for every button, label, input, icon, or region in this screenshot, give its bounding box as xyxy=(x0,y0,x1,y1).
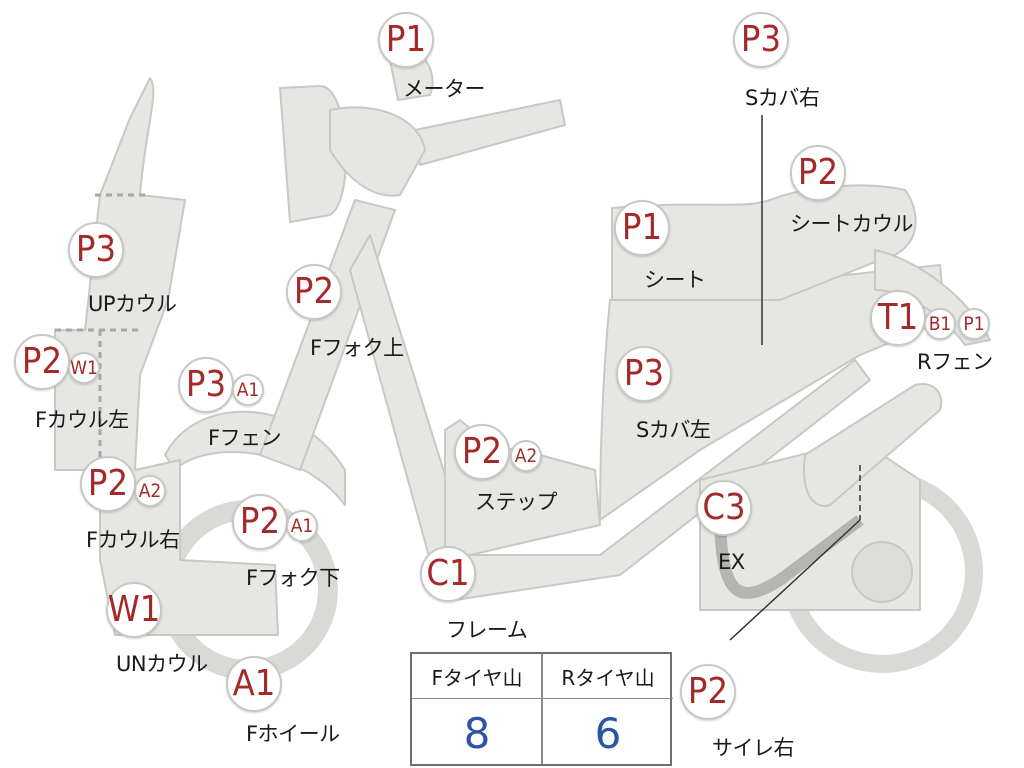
front-tire-tread-header: Fタイヤ山 xyxy=(412,654,542,699)
f-fork-upper-label: Fフォク上 xyxy=(310,336,404,360)
s-cover-left-label: Sカバ左 xyxy=(636,418,711,442)
f-cowl-right-code-badge-1: P2 xyxy=(80,456,136,512)
f-cowl-right-code-badge-2: A2 xyxy=(134,475,166,507)
exhaust-code-badge: C3 xyxy=(696,480,752,536)
un-cowl-label: UNカウル xyxy=(116,652,208,676)
silencer-right-code-badge: P2 xyxy=(680,664,736,720)
step-code-badge-1: P2 xyxy=(454,424,510,480)
s-cover-right-label: Sカバ右 xyxy=(745,86,820,110)
f-fork-upper-code-badge: P2 xyxy=(286,264,342,320)
r-fender-code-badge-2: B1 xyxy=(924,308,956,340)
side-cover-shape xyxy=(599,264,946,521)
rear-tire-tread-header: Rタイヤ山 xyxy=(543,654,673,699)
up-cowl-code-badge: P3 xyxy=(68,222,124,278)
meter-code-badge: P1 xyxy=(378,12,434,68)
f-fork-lower-label: Fフォク下 xyxy=(246,566,340,590)
un-cowl-code-badge: W1 xyxy=(106,582,162,638)
f-wheel-code-badge: A1 xyxy=(226,656,282,712)
s-cover-right-code-badge: P3 xyxy=(733,12,789,68)
front-tire-tread-value: 8 xyxy=(463,708,491,758)
f-cowl-left-label: Fカウル左 xyxy=(35,408,129,432)
r-fender-code-badge-3: P1 xyxy=(958,308,990,340)
f-cowl-left-code-badge-1: P2 xyxy=(14,334,70,390)
table-divider xyxy=(541,654,543,764)
f-fork-lower-code-badge-1: P2 xyxy=(232,494,288,550)
seat-cowl-code-badge: P2 xyxy=(790,145,846,201)
rear-hub xyxy=(851,541,913,603)
f-cowl-left-code-badge-2: W1 xyxy=(68,352,100,384)
frame-code-badge: C1 xyxy=(420,546,476,602)
handlebar-shape xyxy=(414,99,566,166)
step-code-badge-2: A2 xyxy=(510,440,542,472)
f-fender-code-badge-2: A1 xyxy=(232,374,264,406)
seat-cowl-label: シートカウル xyxy=(790,212,914,236)
silencer-shape xyxy=(803,383,943,507)
meter-label: メーター xyxy=(403,77,486,101)
tire-tread-table: Fタイヤ山 Rタイヤ山 8 6 xyxy=(410,652,673,766)
step-label: ステップ xyxy=(475,490,558,514)
seat-code-badge: P1 xyxy=(614,200,670,256)
frame-label: フレーム xyxy=(446,618,528,642)
up-cowl-label: UPカウル xyxy=(88,292,177,316)
f-wheel-label: Fホイール xyxy=(246,722,340,746)
exhaust-label: EX xyxy=(718,550,745,574)
f-fender-code-badge-1: P3 xyxy=(178,357,234,413)
rear-tire-tread-value: 6 xyxy=(594,708,622,758)
s-cover-left-code-badge: P3 xyxy=(616,346,672,402)
f-cowl-right-label: Fカウル右 xyxy=(86,528,180,552)
leader-silencer xyxy=(729,519,861,641)
r-fender-label: Rフェン xyxy=(917,350,993,374)
r-fender-code-badge-1: T1 xyxy=(870,290,926,346)
seat-label: シート xyxy=(644,268,706,292)
f-fender-label: Fフェン xyxy=(208,426,282,450)
silencer-right-label: サイレ右 xyxy=(712,736,795,760)
f-fork-lower-code-badge-2: A1 xyxy=(286,510,318,542)
exhaust-pipe-shape xyxy=(714,509,864,599)
handle-center-shape xyxy=(329,106,426,197)
